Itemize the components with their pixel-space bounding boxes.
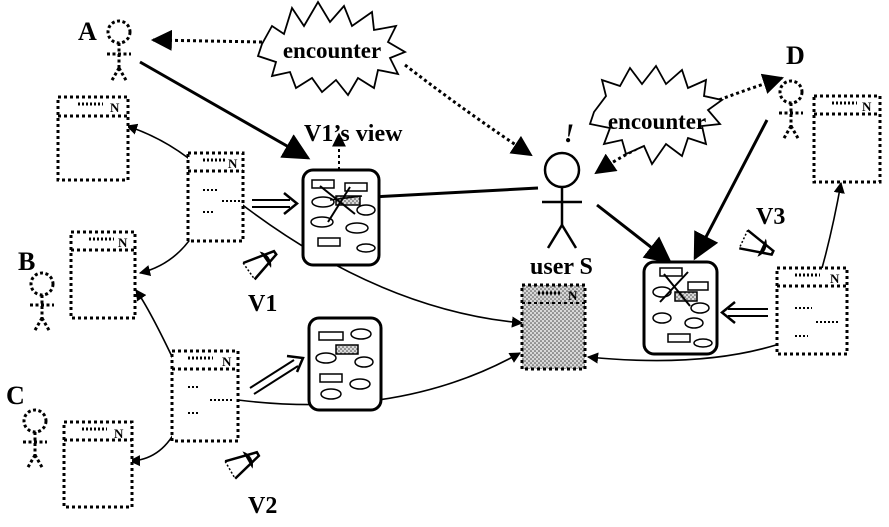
- window-tag: N: [110, 100, 120, 115]
- window-tag: N: [862, 99, 872, 114]
- person-b: B: [18, 247, 55, 333]
- encounter-label-1: encounter: [283, 38, 381, 63]
- person-icon: [22, 408, 48, 470]
- viewer-2: V2: [224, 450, 277, 519]
- person-icon: [106, 19, 132, 83]
- window-tag: N: [228, 156, 238, 171]
- viewer-3: V3: [738, 204, 785, 257]
- window-b: N: [69, 230, 137, 320]
- person-icon: [778, 79, 804, 141]
- person-icon: [542, 151, 582, 249]
- double-arrow-2: [249, 354, 305, 395]
- person-a: A: [78, 17, 132, 83]
- user-s: ! user S: [530, 119, 593, 280]
- connectors: [125, 29, 845, 467]
- view-panel-2: [307, 316, 383, 412]
- eye-icon: [224, 450, 261, 480]
- person-a-label: A: [78, 17, 97, 46]
- person-c: C: [6, 381, 48, 470]
- cloud-icon: [588, 64, 725, 166]
- window-tag: N: [568, 288, 578, 303]
- viewer-1: V1: [242, 249, 278, 317]
- viewer-3-label: V3: [756, 204, 785, 230]
- encounter-cloud-1: encounter: [256, 0, 408, 97]
- viewer-window-1: N: [186, 151, 245, 243]
- double-arrow-1: [252, 192, 299, 215]
- double-arrow-3: [720, 301, 768, 324]
- window-a: N: [56, 95, 130, 182]
- person-d-label: D: [786, 41, 805, 70]
- window-c: N: [62, 420, 134, 509]
- person-c-label: C: [6, 381, 25, 410]
- viewer-1-label: V1: [248, 291, 277, 317]
- cloud-icon: [256, 0, 408, 97]
- user-window: N: [520, 283, 587, 371]
- window-tag: N: [114, 426, 124, 441]
- view-panel-1: [301, 168, 381, 267]
- user-exclaim: !: [564, 119, 574, 148]
- window-d: N: [812, 94, 882, 184]
- view-panel-3: [642, 260, 719, 356]
- window-tag: N: [830, 271, 840, 286]
- view-caption: V1’s view: [304, 121, 403, 147]
- window-tag: N: [222, 354, 232, 369]
- viewer-2-label: V2: [248, 493, 277, 519]
- encounter-label-2: encounter: [608, 109, 706, 134]
- encounter-cloud-2: encounter: [588, 64, 725, 166]
- viewer-window-2: N: [170, 349, 240, 443]
- person-d: D: [778, 41, 805, 141]
- person-icon: [29, 271, 55, 333]
- eye-icon: [242, 249, 278, 281]
- eye-icon: [738, 229, 775, 257]
- user-label: user S: [530, 254, 593, 280]
- window-tag: N: [118, 235, 128, 250]
- person-b-label: B: [18, 247, 35, 276]
- viewer-window-3: N: [775, 266, 849, 356]
